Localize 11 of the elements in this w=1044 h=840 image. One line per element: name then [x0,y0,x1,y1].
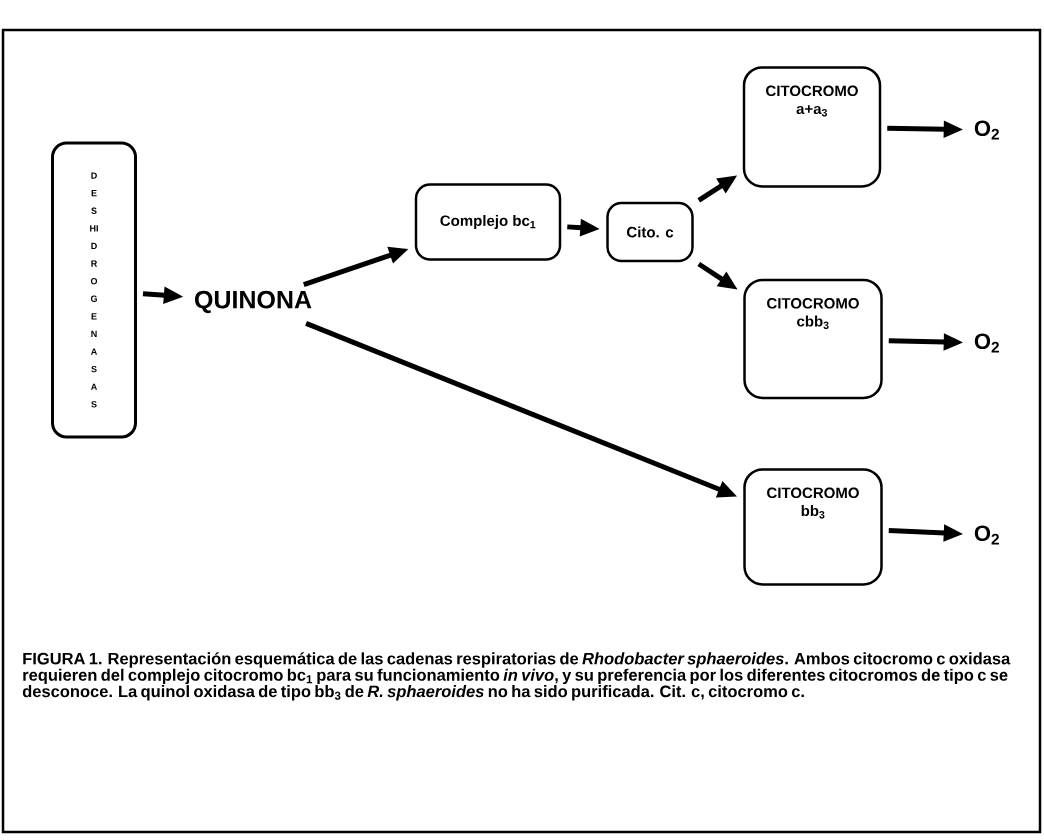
enzyme-box: DESHIDROGENASAS [51,141,137,439]
compound-label: O$_{2}$ [974,525,999,545]
process-box: Complejo bc$_{1}$ [414,183,562,261]
compound-label: O$_{2}$ [974,333,999,353]
caption: FIGURA 1. Representación esquemática de las cadenas respiratorias de Rhodobacter sphaeroides. Ambos citocromo c oxidasa requieren del complejo citocromo bc$_{1}$ para su funcionamiento in vivo, y su preferencia por los diferentes citocromos de tipo c se desconoce. La quinol oxidasa de tipo bb$_{3}$ de R. sphaeroides no ha sido purificada. Cit. c, citocromo c. [22,652,1011,701]
process-box: Cito. c [606,201,694,263]
compound-label: QUINONA [195,290,312,314]
compound-label: O$_{2}$ [974,120,999,140]
enzyme-box: CITOCROMO a+a$_{3}$ [742,66,882,188]
enzyme-box: CITOCROMO cbb$_{3}$ [743,278,883,400]
enzyme-box: CITOCROMO bb$_{3}$ [743,468,883,586]
